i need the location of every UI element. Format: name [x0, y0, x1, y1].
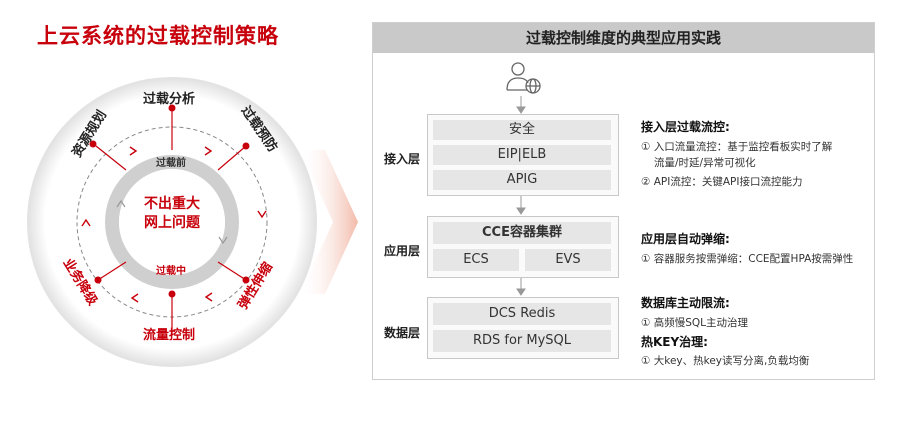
ring-label-top: 过载分析 [143, 92, 196, 107]
layer-label-data: 数据层 [384, 326, 421, 340]
dot-bottom-right [242, 276, 250, 284]
dot-bottom-left [94, 276, 102, 284]
spoke-bottom-left [97, 261, 127, 281]
practice-panel: 过载控制维度的典型应用实践 [372, 22, 875, 380]
inner-ring-chevrons [116, 199, 228, 245]
layer-label-app: 应用层 [384, 244, 421, 258]
dot-bottom [168, 290, 176, 298]
access-layer-group: 安全 EIP|ELB APIG [427, 114, 619, 196]
data-layer-group: DCS Redis RDS for MySQL [427, 297, 619, 359]
spoke-bottom-right [217, 261, 247, 281]
inner-label-before: 过载前 [156, 158, 186, 169]
app-desc-title: 应用层自动弹缩: [641, 232, 730, 246]
center-line-2: 网上问题 [144, 215, 200, 231]
access-desc-line: 流量/时延/异常可视化 [654, 157, 756, 169]
inner-label-during: 过载中 [156, 266, 186, 277]
grey-ring [105, 155, 239, 289]
cell-security: 安全 [433, 120, 611, 140]
cell-rds-mysql: RDS for MySQL [433, 330, 611, 352]
layer-label-access: 接入层 [384, 152, 421, 166]
data-desc-title-2: 热KEY治理: [641, 335, 708, 349]
dot-top [168, 104, 176, 112]
dot-top-left [89, 140, 97, 148]
cell-dcs-redis: DCS Redis [433, 303, 611, 325]
access-desc-line: ① 入口流量流控：基于监控看板实时了解 [641, 141, 833, 153]
cell-apig: APIG [433, 170, 611, 190]
ring-label-bottom: 流量控制 [143, 328, 196, 343]
arrow-2 [516, 207, 526, 215]
inner-disk [119, 169, 225, 275]
dot-top-right [242, 142, 250, 150]
spoke-top-left [95, 145, 127, 171]
data-desc-line: ① 高频慢SQL主动治理 [641, 317, 749, 329]
left-title: 上云系统的过载控制策略 [37, 24, 279, 48]
access-desc-title: 接入层过载流控: [641, 120, 730, 134]
center-goal: 不出重大 网上问题 [137, 195, 207, 233]
data-desc-line-2: ① 大key、热key读写分离,负载均衡 [641, 355, 810, 367]
ring-chevrons [81, 146, 267, 303]
spoke-top-right [217, 145, 247, 171]
data-desc-title: 数据库主动限流: [641, 296, 730, 310]
cell-evs: EVS [525, 249, 611, 271]
cell-eip-elb: EIP|ELB [433, 145, 611, 165]
arrow-1 [516, 106, 526, 114]
app-desc-line: ① 容器服务按需弹缩：CCE配置HPA按需弹性 [641, 253, 854, 265]
user-globe-icon [506, 62, 541, 94]
arrow-3 [516, 288, 526, 296]
cell-cce-cluster: CCE容器集群 [433, 222, 611, 244]
transition-arrow [300, 150, 358, 294]
panel-header: 过载控制维度的典型应用实践 [373, 23, 874, 53]
access-desc-line: ② API流控：关键API接口流控能力 [641, 176, 803, 188]
app-layer-group: CCE容器集群 ECS EVS [427, 216, 619, 278]
center-line-1: 不出重大 [144, 196, 200, 212]
cell-ecs: ECS [433, 249, 519, 271]
